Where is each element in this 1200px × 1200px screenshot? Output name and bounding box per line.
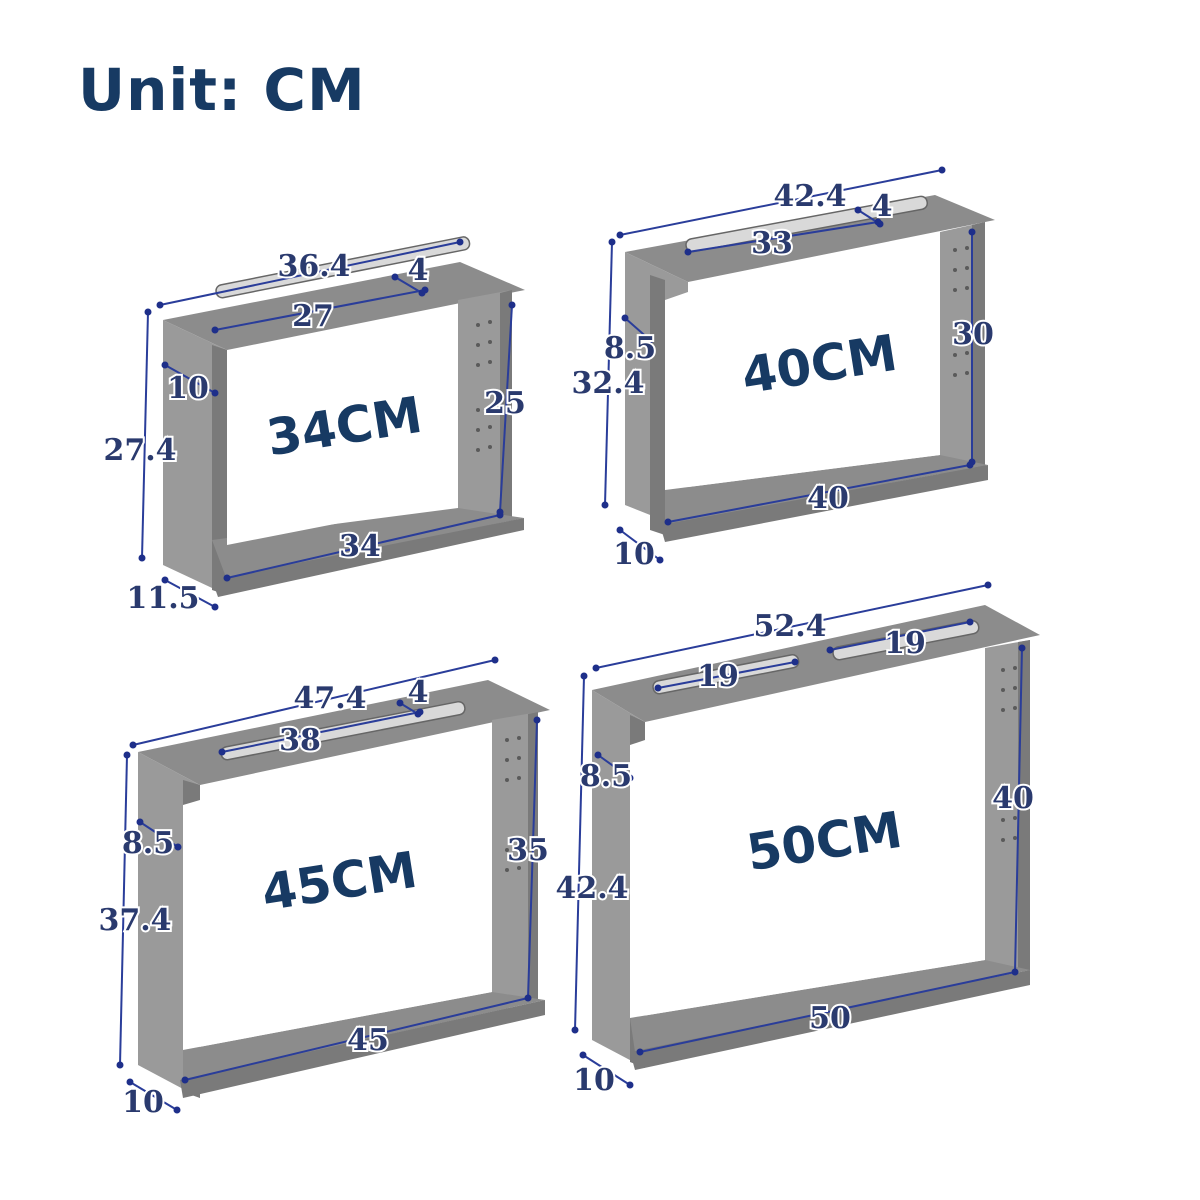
frame-40cm-bottom-front (660, 465, 988, 542)
frame-40cm-slot (685, 195, 929, 253)
frame-34cm-right-post (458, 290, 512, 525)
frame-45cm: 47.4 38 4 37.4 35 8.5 10 45 45CM (96, 656, 551, 1122)
frame-40cm-top (625, 195, 995, 282)
frame-45cm-side-notch: 8.5 (122, 826, 174, 861)
frame-40cm-height-outer: 32.4 (571, 366, 644, 401)
frame-50cm-slot-length-left: 19 (697, 659, 739, 694)
frame-34cm-height-outer: 27.4 (103, 433, 176, 468)
frame-50cm-opening (630, 673, 985, 1018)
frame-45cm-dimension-lines (116, 656, 541, 1114)
frame-34cm-dimension-lines (138, 238, 516, 611)
frame-34cm-side-notch: 10 (167, 371, 209, 406)
frame-50cm-dimension-lines (571, 581, 1026, 1089)
frame-40cm-left-front (650, 275, 665, 535)
frame-45cm-depth: 10 (122, 1085, 164, 1120)
frame-34cm-opening (227, 330, 458, 545)
frame-50cm-holes (1001, 666, 1017, 842)
frame-45cm-top-width: 47.4 (293, 681, 366, 716)
frame-45cm-holes (505, 736, 521, 872)
frame-50cm: 52.4 19 19 42.4 40 8.5 10 50 50CM (553, 581, 1040, 1100)
frame-45cm-bottom-front (180, 1000, 545, 1098)
frame-40cm-holes (953, 246, 969, 377)
frame-45cm-opening (183, 745, 492, 1050)
frame-50cm-bottom-front (630, 970, 1030, 1070)
frame-34cm-bottom-length: 34 (339, 529, 381, 564)
frame-50cm-height-inner: 40 (992, 781, 1034, 816)
frame-50cm-slot-right (832, 620, 980, 661)
frame-40cm-slot-width: 4 (872, 189, 893, 224)
frame-50cm-bottom (630, 960, 1030, 1052)
frame-40cm-bottom-length: 40 (807, 481, 849, 516)
frame-50cm-slot-length-right: 19 (884, 626, 926, 661)
frame-34cm-bottom-front (212, 518, 524, 597)
frame-34cm-top-width: 36.4 (277, 249, 350, 284)
frame-50cm-depth: 10 (573, 1063, 615, 1098)
frame-50cm-height-outer: 42.4 (555, 871, 628, 906)
frame-50cm-side-notch: 8.5 (580, 759, 632, 794)
frame-45cm-slot-length: 38 (279, 723, 321, 758)
frame-45cm-right-post (492, 712, 538, 1008)
frame-40cm-top-width: 42.4 (773, 179, 846, 214)
frame-34cm-holes (476, 320, 492, 452)
frame-34cm-slot-width: 4 (408, 253, 429, 288)
frame-45cm-height-outer: 37.4 (98, 903, 171, 938)
frame-45cm-slot-width: 4 (408, 675, 429, 710)
frame-40cm-slot-length: 33 (751, 226, 793, 261)
frame-40cm-opening (665, 247, 940, 490)
frame-40cm-right-front (972, 222, 985, 473)
frame-40cm-height-inner: 30 (952, 317, 994, 352)
frame-34cm-left-front (212, 345, 227, 595)
unit-title: Unit: CM (78, 56, 366, 124)
frame-40cm-side-notch: 8.5 (604, 331, 656, 366)
frame-50cm-bottom-length: 50 (809, 1001, 851, 1036)
frame-40cm: 42.4 33 4 32.4 30 8.5 10 40 40CM (569, 166, 996, 574)
frame-45cm-bottom-length: 45 (347, 1023, 389, 1058)
frame-50cm-top-width: 52.4 (753, 609, 826, 644)
frame-40cm-dimension-lines (601, 166, 976, 564)
frame-34cm-height-inner: 25 (484, 386, 526, 421)
frame-45cm-height-inner: 35 (507, 833, 549, 868)
frame-34cm-left-post (163, 320, 227, 595)
frame-34cm-slot-length: 27 (292, 299, 334, 334)
frame-34cm: 36.4 27 4 27.4 25 10 11.5 34 34CM (101, 236, 528, 618)
frame-34cm-bottom (212, 508, 524, 580)
frame-34cm-depth: 11.5 (126, 581, 199, 616)
frame-40cm-depth: 10 (613, 537, 655, 572)
